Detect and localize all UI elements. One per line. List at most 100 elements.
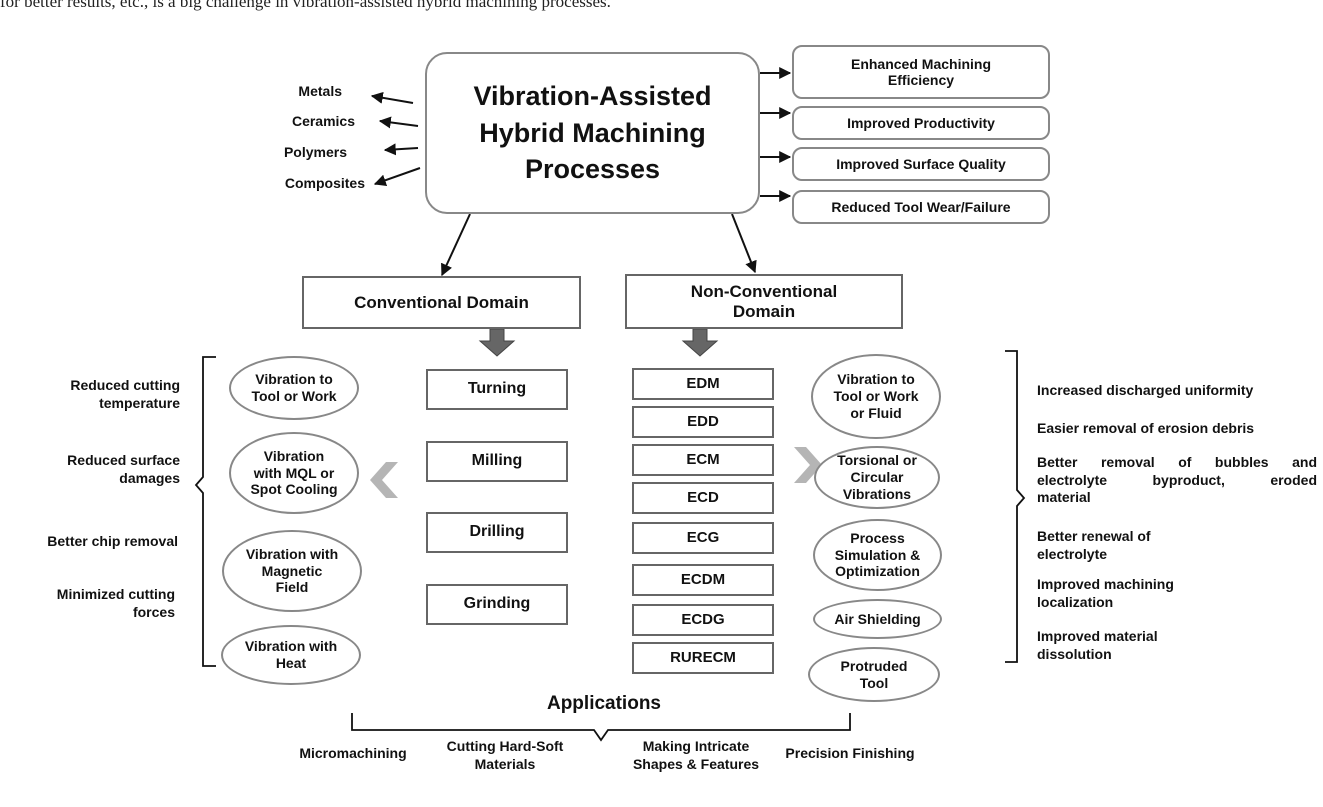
- arrow-ceramics: [378, 116, 419, 129]
- process-edd: EDD: [632, 406, 774, 438]
- effect-reduced-surface-damages: Reduced surface damages: [20, 451, 180, 487]
- effect-easier-debris-removal: Easier removal of erosion debris: [1037, 419, 1317, 437]
- process-edm: EDM: [632, 368, 774, 400]
- technique-n1-line-3: or Fluid: [850, 404, 902, 421]
- chevron-left: [370, 462, 398, 498]
- technique-n3-line-1: Process: [850, 529, 905, 546]
- nonconventional-title-line-2: Domain: [732, 301, 796, 321]
- technique-vibration-heat: Vibration with Heat: [221, 625, 361, 685]
- conventional-domain-title: Conventional Domain: [354, 292, 529, 312]
- technique-process-simulation: Process Simulation & Optimization: [813, 519, 942, 591]
- effect-c1-line-2: temperature: [99, 395, 180, 412]
- technique-vibration-tool-work: Vibration to Tool or Work: [229, 356, 359, 420]
- central-title-line-2: Hybrid Machining: [479, 117, 706, 148]
- process-grinding-label: Grinding: [463, 595, 531, 613]
- arrow-to-nonconventional: [731, 213, 757, 274]
- technique-n2-line-3: Vibrations: [842, 485, 912, 502]
- process-ecdm-label: ECDM: [680, 571, 726, 589]
- application-1-line-1: Micromachining: [299, 745, 407, 761]
- arrow-composites: [373, 167, 421, 187]
- arrow-polymers: [383, 143, 419, 156]
- technique-c2-line-2: with MQL or: [253, 464, 335, 481]
- top-text: for better results, etc., is a big chall…: [0, 0, 611, 11]
- process-ecg-label: ECG: [686, 529, 720, 547]
- arrow-metals: [370, 91, 414, 104]
- process-ecm-label: ECM: [686, 451, 720, 469]
- effect-n6-line-1: Improved material: [1037, 628, 1158, 644]
- effect-improved-localization: Improved machining localization: [1037, 576, 1317, 611]
- process-turning-label: Turning: [467, 380, 527, 398]
- technique-c2-line-1: Vibration: [263, 447, 325, 464]
- technique-c4-line-1: Vibration with: [244, 638, 338, 655]
- process-ecg: ECG: [632, 522, 774, 554]
- technique-c3-line-3: Field: [275, 579, 309, 596]
- material-polymers: Polymers: [283, 144, 347, 160]
- technique-c2-line-3: Spot Cooling: [250, 481, 338, 498]
- nonconventional-domain-box: Non-Conventional Domain: [625, 274, 903, 329]
- application-4-line-1: Precision Finishing: [785, 745, 915, 761]
- chevron-right: [794, 447, 822, 483]
- effect-c2-line-2: damages: [119, 470, 180, 487]
- effect-n6-line-2: dissolution: [1037, 645, 1112, 662]
- technique-n2-line-1: Torsional or: [837, 452, 917, 469]
- effect-better-electrolyte-renewal: Better renewal of electrolyte: [1037, 528, 1317, 563]
- material-ceramics: Ceramics: [291, 113, 355, 129]
- benefit-box-2: Improved Productivity: [792, 106, 1050, 140]
- effect-better-bubble-removal: Better removal of bubbles and electrolyt…: [1037, 454, 1317, 507]
- benefit-box-4: Reduced Tool Wear/Failure: [792, 190, 1050, 224]
- bracket-left: [194, 356, 216, 667]
- effect-n5-line-2: localization: [1037, 593, 1114, 610]
- process-rurecm-label: RURECM: [670, 649, 736, 667]
- process-rurecm: RURECM: [632, 642, 774, 674]
- arrow-to-conventional: [441, 213, 471, 277]
- process-drilling-label: Drilling: [469, 523, 525, 541]
- material-metals: Metals: [298, 83, 342, 99]
- technique-n3-line-3: Optimization: [835, 563, 920, 580]
- process-turning: Turning: [426, 369, 568, 410]
- effect-c3-line-1: Better chip removal: [47, 533, 178, 549]
- technique-c3-line-1: Vibration with: [245, 545, 339, 562]
- technique-c3-line-2: Magnetic: [261, 562, 323, 579]
- technique-n2-line-2: Circular: [850, 469, 904, 486]
- process-milling-label: Milling: [471, 452, 523, 470]
- effect-c2-line-1: Reduced surface: [67, 452, 180, 468]
- process-ecm: ECM: [632, 444, 774, 476]
- technique-vibration-tool-work-fluid: Vibration to Tool or Work or Fluid: [811, 354, 941, 439]
- process-ecd-label: ECD: [687, 489, 719, 507]
- material-composites: Composites: [284, 175, 365, 191]
- technique-torsional-circular: Torsional or Circular Vibrations: [814, 446, 940, 509]
- technique-c4-line-2: Heat: [275, 655, 307, 671]
- technique-n1-line-1: Vibration to: [837, 371, 915, 388]
- technique-n1-line-2: Tool or Work: [833, 388, 919, 405]
- effect-n1-line-1: Increased discharged uniformity: [1037, 382, 1254, 398]
- effect-n2-line-1: Easier removal of erosion debris: [1037, 420, 1255, 436]
- benefit-1-line-1: Enhanced Machining: [850, 55, 991, 72]
- benefit-1-line-2: Efficiency: [887, 72, 955, 88]
- effect-increased-discharge-uniformity: Increased discharged uniformity: [1037, 381, 1317, 399]
- process-edd-label: EDD: [687, 413, 719, 431]
- technique-c1-line-1: Vibration to: [255, 371, 333, 388]
- effect-n3-line-1: Better removal of bubbles and: [1037, 454, 1317, 470]
- application-micromachining: Micromachining: [283, 744, 423, 762]
- technique-n3-line-2: Simulation &: [834, 546, 921, 563]
- technique-c1-line-2: Tool or Work: [251, 388, 337, 404]
- central-title-line-3: Processes: [524, 154, 661, 185]
- process-ecdg: ECDG: [632, 604, 774, 636]
- application-3-line-2: Shapes & Features: [632, 756, 760, 773]
- effect-n5-line-1: Improved machining: [1037, 576, 1174, 592]
- application-precision-finishing: Precision Finishing: [774, 744, 926, 762]
- effect-c1-line-1: Reduced cutting: [70, 377, 180, 393]
- effect-c4-line-2: forces: [132, 604, 175, 621]
- block-arrow-conventional: [478, 328, 516, 357]
- benefit-box-3: Improved Surface Quality: [792, 147, 1050, 181]
- technique-n4-line-1: Air Shielding: [834, 610, 921, 627]
- technique-air-shielding: Air Shielding: [813, 599, 942, 639]
- central-title-line-1: Vibration-Assisted: [473, 81, 712, 112]
- technique-vibration-mql: Vibration with MQL or Spot Cooling: [229, 432, 359, 514]
- effect-reduced-cutting-temperature: Reduced cutting temperature: [20, 376, 180, 412]
- benefit-box-1: Enhanced Machining Efficiency: [792, 45, 1050, 99]
- bracket-applications: [351, 713, 851, 742]
- benefit-3-label: Improved Surface Quality: [836, 155, 1006, 172]
